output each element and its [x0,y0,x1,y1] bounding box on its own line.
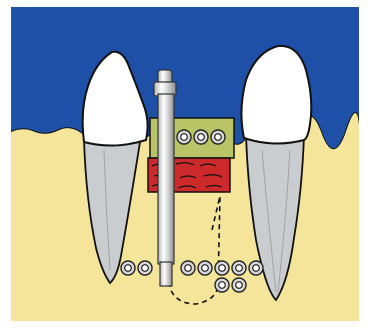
upper-screw-3 [211,130,225,144]
lower-screw-4 [198,261,212,275]
lower-screw-5 [215,261,229,275]
rod-lower-shaft [160,262,172,286]
lower-screw-2 [138,261,152,275]
rod-shaft [158,94,174,264]
lower-screw-3 [181,261,195,275]
upper-screw-1 [177,130,191,144]
lower-screw-1 [121,261,135,275]
lower-screw-6 [232,261,246,275]
lower-screw-9 [232,278,246,292]
lower-screw-8 [215,278,229,292]
lower-screw-7 [249,261,263,275]
upper-screw-2 [194,130,208,144]
